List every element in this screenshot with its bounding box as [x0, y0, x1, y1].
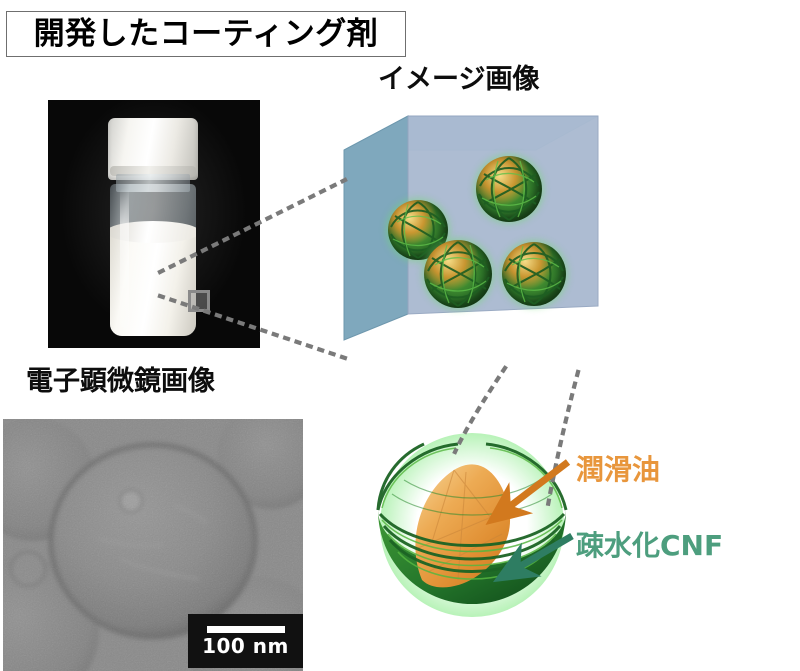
cutaway-capsule-illustration	[362, 430, 582, 620]
page-title-box: 開発したコーティング剤	[6, 11, 406, 57]
label-hydrophobized-cnf: 疎水化CNF	[576, 529, 724, 562]
sample-vial	[104, 118, 210, 340]
dispersion-cube-illustration	[330, 108, 630, 380]
page-title: 開発したコーティング剤	[33, 15, 379, 52]
tem-micrograph: 100 nm	[3, 419, 303, 671]
capsule-fiber-mesh	[504, 243, 564, 305]
heading-image-illustration: イメージ画像	[378, 64, 540, 95]
coating-agent-bottle-photo	[48, 100, 260, 348]
scale-bar-label: 100 nm	[202, 634, 289, 658]
cutaway-capsule-graphic	[376, 433, 568, 617]
capsule-bottom-right	[502, 242, 566, 306]
vial-highlight	[120, 188, 129, 328]
capsule-fiber-mesh	[426, 241, 490, 307]
capsule-top	[476, 156, 542, 222]
sample-region-square-icon	[188, 290, 210, 312]
capsule-fiber-mesh	[478, 157, 540, 221]
scale-bar-line	[206, 626, 285, 633]
label-lubricating-oil: 潤滑油	[576, 453, 661, 486]
heading-electron-microscope: 電子顕微鏡画像	[26, 366, 215, 397]
vial-cap	[108, 118, 198, 180]
capsule-bottom-left	[424, 240, 492, 308]
scale-bar: 100 nm	[188, 614, 303, 668]
capsule-fiber-mesh	[390, 201, 446, 259]
